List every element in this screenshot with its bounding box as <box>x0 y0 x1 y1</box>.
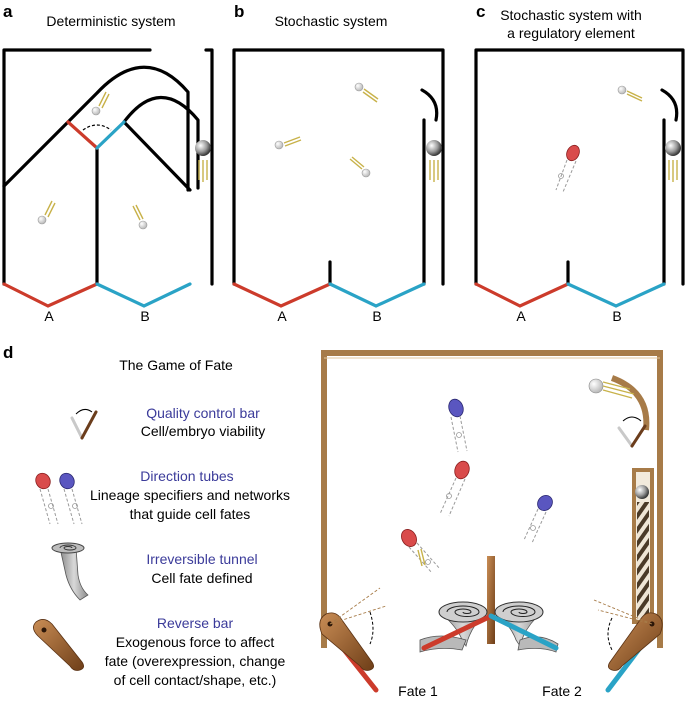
quality-control-bar-icon <box>70 408 98 440</box>
panel-c-funnel-b <box>566 282 666 308</box>
panel-b-ball-dark <box>426 140 442 156</box>
panel-a-gate-red-left <box>66 120 99 150</box>
panel-b-gate-label-b: B <box>372 308 381 324</box>
board-quality-control-bar <box>617 416 647 448</box>
reverse-bar-icon <box>33 619 84 671</box>
panel-b-ball-2 <box>274 140 284 150</box>
panel-c-title-line1: Stochastic system with <box>500 7 642 23</box>
legend-desc-3-2: of cell contact/shape, etc.) <box>114 672 277 688</box>
panel-a-ball-2 <box>37 215 47 225</box>
panel-c-gate-label-a: A <box>516 308 526 324</box>
panel-c-funnel-a <box>474 282 570 308</box>
launch-ball <box>635 485 649 499</box>
board-fate-2-lane <box>488 613 559 651</box>
panel-b: b Stochastic system A B <box>232 2 445 324</box>
legend-heading-3: Reverse bar <box>157 615 234 631</box>
board-frame <box>321 350 663 648</box>
legend-heading-0: Quality control bar <box>146 405 260 421</box>
legend-heading-1: Direction tubes <box>140 468 233 484</box>
panel-b-funnel-b <box>328 282 426 308</box>
board-reverse-bar-right <box>593 599 663 693</box>
board-direction-tube-red-2 <box>401 529 441 574</box>
incoming-ball <box>588 378 604 394</box>
panel-b-funnel-a <box>232 282 332 308</box>
board-reverse-bar-left <box>319 587 387 693</box>
panel-c-outer-wall <box>474 48 685 286</box>
panel-b-ball-1 <box>354 82 364 92</box>
panel-a-inner-wall <box>95 120 192 286</box>
board-curve <box>610 375 650 431</box>
legend-desc-3-0: Exogenous force to affect <box>116 634 275 650</box>
panel-b-outer-wall <box>232 48 445 286</box>
panel-c-tube <box>660 88 679 286</box>
panel-b-title: Stochastic system <box>275 13 388 29</box>
legend-desc-3-1: fate (overexpression, change <box>105 653 286 669</box>
panel-a-gate-label-b: B <box>140 308 149 324</box>
legend-desc-1-0: Lineage specifiers and networks <box>90 487 290 503</box>
panel-c-title-line2: a regulatory element <box>507 25 635 41</box>
panel-d-title: The Game of Fate <box>119 357 233 373</box>
board-direction-tube-blue-1 <box>448 398 468 453</box>
panel-c-gate-label-b: B <box>612 308 621 324</box>
panel-a-ball-dark <box>195 140 211 156</box>
panel-b-gate-label-a: A <box>277 308 287 324</box>
panel-a-gate-label-a: A <box>44 308 54 324</box>
panel-a-arch-inner <box>122 96 200 190</box>
panel-a-letter: a <box>3 2 13 21</box>
board-direction-tube-red-1 <box>439 460 470 517</box>
launch-spring <box>637 502 649 620</box>
panel-a-arch-outer <box>2 65 190 192</box>
panel-c-ball-1 <box>617 85 627 95</box>
panel-a: a Deterministic system A B <box>2 2 214 324</box>
panel-a-funnel-a <box>2 282 99 308</box>
panel-a-switch-arrow <box>82 124 112 131</box>
fate-1-label: Fate 1 <box>398 683 438 699</box>
fate-2-label: Fate 2 <box>542 683 582 699</box>
panel-a-ball-1 <box>91 106 101 116</box>
game-board: Fate 1 Fate 2 <box>319 350 663 699</box>
direction-tubes-icon <box>35 472 83 525</box>
legend-desc-0-0: Cell/embryo viability <box>141 423 265 439</box>
panel-a-ball-3 <box>138 220 148 230</box>
board-direction-tube-blue-2 <box>523 494 553 544</box>
irreversible-tunnel-icon <box>51 542 89 601</box>
panel-c-red-direction-tube <box>566 144 580 162</box>
panel-d: d The Game of Fate Quality control bar <box>3 343 663 699</box>
panel-c-letter: c <box>476 2 485 21</box>
panel-a-gate-cyan-right <box>95 120 126 150</box>
panel-c-ball-dark <box>665 140 681 156</box>
panel-a-funnel-b <box>95 282 192 308</box>
board-fate-1-lane <box>421 613 494 651</box>
panel-b-ball-3 <box>361 168 371 178</box>
legend-desc-1-1: that guide cell fates <box>130 506 251 522</box>
panel-d-letter: d <box>3 343 13 362</box>
panel-b-letter: b <box>234 2 244 21</box>
panel-c: c Stochastic system with a regulatory el… <box>474 2 685 324</box>
legend-heading-2: Irreversible tunnel <box>146 551 257 567</box>
legend-desc-2-0: Cell fate defined <box>151 570 252 586</box>
panel-a-outer-wall <box>2 48 214 286</box>
panel-b-tube <box>420 88 439 286</box>
panel-a-title: Deterministic system <box>46 13 175 29</box>
board-center-post <box>487 556 495 644</box>
